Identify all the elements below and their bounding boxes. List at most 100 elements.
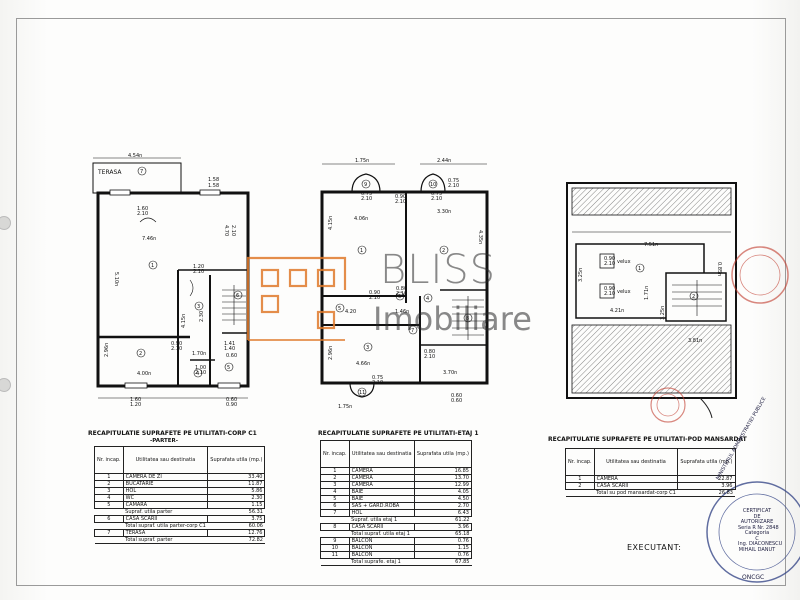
dim-label: 4.21n (610, 308, 624, 314)
cell-area: 67.85 (414, 558, 472, 566)
cell-name: BALCON (348, 537, 415, 545)
window (124, 382, 148, 389)
dim-label: 4.35n (477, 230, 483, 244)
cell-name: SAS + GARD.ROBA (348, 502, 415, 510)
dim-label: 2.10 (195, 370, 206, 376)
cell-name: BALCON (348, 551, 415, 559)
dim-label: 2.44n (437, 158, 451, 164)
cell-nr: 3 (94, 487, 124, 495)
dim-label: 3.81n (688, 338, 702, 344)
stamp-line: MIHAIL DANUT (738, 546, 776, 553)
room-number: 6 (398, 294, 401, 300)
th-nr: Nr. incap. (320, 440, 350, 468)
hatched-roof-zone (571, 187, 732, 216)
room-number: 2 (692, 294, 695, 300)
cell-nr: 11 (320, 551, 350, 559)
cell-nr: 2 (320, 474, 350, 482)
dim-label: 1.75n (338, 404, 352, 410)
room-number: 10 (430, 182, 436, 188)
dim-label: 1.58 (208, 177, 219, 183)
cell-nr: 8 (320, 523, 350, 531)
cell-name: HOL (122, 487, 209, 495)
cell-area: 0.76 (413, 551, 473, 559)
dim-label: 7.46n (142, 236, 156, 242)
cell-nr (94, 536, 124, 544)
cell-area: 1.15 (413, 544, 473, 552)
door-swing (139, 217, 157, 223)
cell-name: Total su pod mansardat-corp C1 (594, 489, 678, 497)
stamp-line: C (755, 535, 759, 542)
room-number: 6 (236, 293, 239, 299)
cell-area: 16.85 (413, 467, 473, 475)
room-number: 1 (360, 248, 363, 254)
hatched-roof-zone (571, 324, 732, 394)
cell-area: 72.82 (207, 536, 265, 544)
dim-label: 2.10 (230, 225, 236, 236)
cell-nr (94, 522, 124, 530)
dim-label: 1.46n (395, 309, 409, 315)
cell-area: 3.75 (207, 515, 266, 523)
cell-area: 61.22 (414, 516, 472, 524)
window (109, 189, 131, 196)
dim-label: 3.70n (443, 370, 457, 376)
dim-label: 1.00 (195, 365, 206, 371)
dim-label: 2.96n (104, 343, 110, 357)
velux-window (599, 283, 615, 299)
dim-label: 0.75 (361, 191, 372, 197)
cell-nr: 7 (94, 529, 124, 537)
dim-label: 2.10 (431, 196, 442, 202)
red-stamp (650, 246, 789, 423)
cell-nr: 10 (320, 544, 350, 552)
dim-label: 2.10 (372, 380, 383, 386)
cell-name: Total suprafe. etaj 1 (349, 558, 415, 566)
room-number: 1 (638, 266, 641, 272)
plan-pod (566, 182, 737, 399)
table-parter-subtitle: -PARTER- (150, 438, 179, 444)
punch-hole (0, 216, 11, 230)
dim-label: 0.90 (604, 256, 615, 262)
watermark-logo (246, 256, 347, 341)
cell-name: CAMERA DE ZI (122, 473, 209, 481)
dim-label: 2.10 (369, 295, 380, 301)
cell-area: 22.87 (677, 475, 736, 483)
dim-label: 2.10 (448, 183, 459, 189)
cell-nr (565, 489, 595, 497)
room-number: 5 (338, 306, 341, 312)
cell-name: CAMERA (593, 475, 679, 483)
drawing-frame (16, 18, 786, 586)
cell-name: CAMERA (348, 481, 415, 489)
cell-name: BALCON (348, 544, 415, 552)
cell-area: 4.05 (413, 488, 473, 496)
room-number: 9 (364, 182, 367, 188)
dim-label: 4.66n (356, 361, 370, 367)
pod-stair-room (665, 272, 727, 322)
dim-label: 2.10 (424, 354, 435, 360)
dim-label: 4.70 (223, 225, 229, 236)
cell-nr: 1 (565, 475, 595, 483)
parter-labels: 4.54n 1.58 1.58 1.60 2.10 7.46n 1.20 2.1… (97, 153, 239, 408)
cell-nr: 9 (320, 537, 350, 545)
dim-label: 2.10 (604, 291, 615, 297)
dim-label: 0.80 (424, 349, 435, 355)
cell-area: 56.31 (207, 508, 265, 516)
stamp-line: CERTIFICAT (742, 508, 772, 514)
dim-label: 0.75 (431, 191, 442, 197)
table-parter: Nr. incap. Utilitatea sau destinatia Sup… (94, 446, 266, 544)
dim-label: 0.85n (716, 262, 722, 276)
cell-name: BAIE (348, 488, 415, 496)
window (199, 189, 221, 196)
cell-area: 5.86 (207, 487, 266, 495)
cell-nr: 4 (94, 494, 124, 502)
table-parter-title: RECAPITULATIE SUPRAFETE PE UTILITATI-COR… (88, 430, 257, 437)
dim-label: 4.00n (137, 371, 151, 377)
cell-name: WC (122, 494, 209, 502)
